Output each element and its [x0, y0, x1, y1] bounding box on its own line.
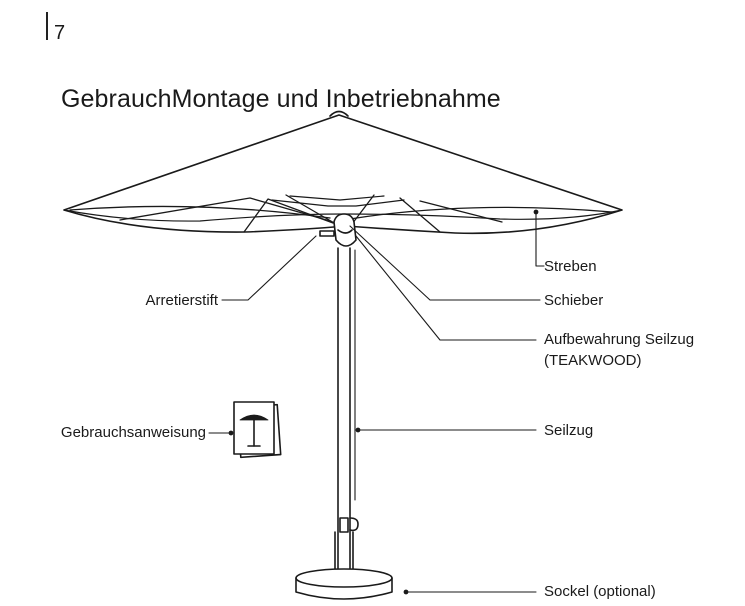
ribs — [69, 194, 613, 233]
base-side — [295, 577, 393, 600]
leader-dots — [228, 209, 539, 595]
pole-base-sleeve — [334, 531, 354, 575]
canopy-finial — [329, 110, 349, 117]
page-marker-line — [46, 12, 48, 40]
cord-hook — [349, 517, 359, 532]
label-cord-storage-model: (TEAKWOOD) — [544, 352, 642, 369]
label-base: Sockel (optional) — [544, 583, 656, 600]
slider-hub — [333, 213, 357, 247]
label-instructions: Gebrauchsanweisung — [60, 424, 206, 441]
label-locking-pin: Arretierstift — [145, 292, 218, 309]
pole-clamp — [339, 517, 349, 533]
locking-pin — [319, 230, 335, 237]
page-number: 7 — [54, 22, 66, 44]
leader-lines — [208, 212, 545, 593]
base-top — [295, 568, 393, 588]
label-cord-storage: Aufbewahrung Seilzug — [544, 331, 695, 348]
label-slider: Schieber — [544, 292, 604, 309]
label-struts: Streben — [544, 258, 597, 275]
instruction-booklet-icon — [233, 401, 282, 459]
page-title: GebrauchMontage und Inbetriebnahme — [61, 85, 501, 113]
strut-brackets — [271, 195, 405, 207]
label-pull-cord: Seilzug — [544, 422, 594, 439]
